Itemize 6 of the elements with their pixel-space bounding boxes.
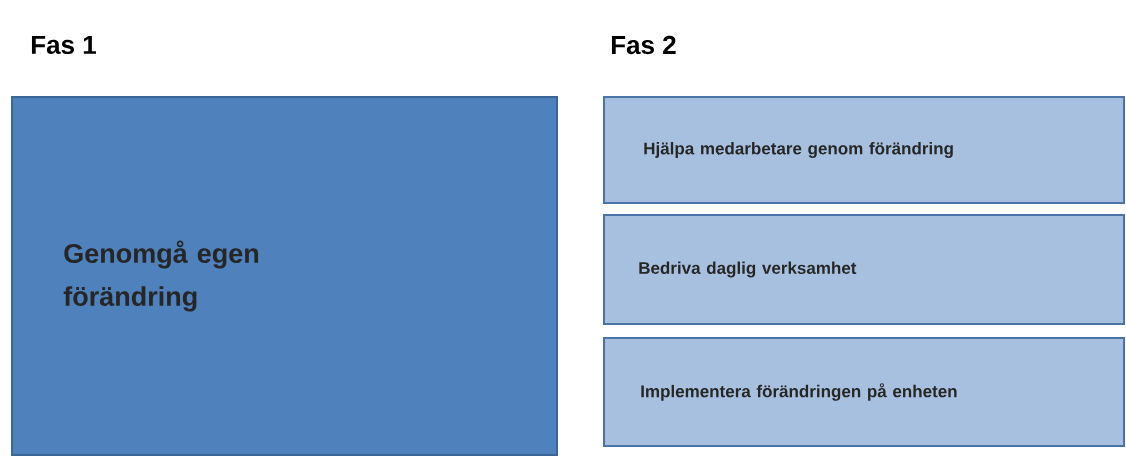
phase-box: Genomgå egen förändring xyxy=(11,96,558,456)
task-box: Implementera förändringen på enheten xyxy=(603,337,1125,447)
task-box: Hjälpa medarbetare genom förändring xyxy=(603,96,1125,204)
task-box: Bedriva daglig verksamhet xyxy=(603,214,1125,325)
phase-heading: Fas 1 xyxy=(31,35,96,55)
phase-heading: Fas 2 xyxy=(611,35,676,55)
